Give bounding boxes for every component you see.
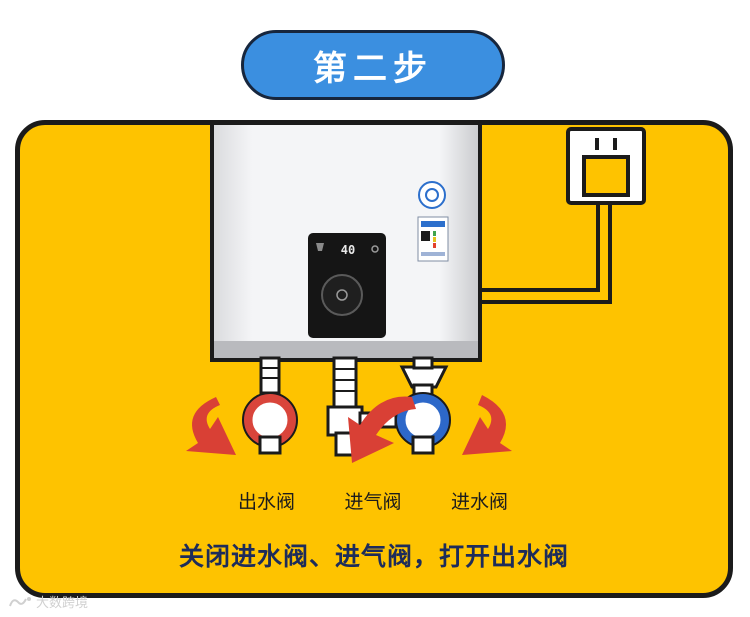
water-heater-illustration: 40 xyxy=(186,125,646,463)
watermark: 大数跨境 xyxy=(8,592,88,611)
wall-socket-icon xyxy=(566,127,646,205)
outlet-valve-label: 出水阀 xyxy=(238,491,296,513)
temperature-readout: 40 xyxy=(341,243,355,257)
control-panel: 40 xyxy=(308,233,386,338)
energy-label-icon xyxy=(417,181,449,262)
gas-valve-label: 进气阀 xyxy=(344,491,402,513)
inlet-valve-label: 进水阀 xyxy=(450,491,508,513)
arrow-gas-icon xyxy=(348,396,416,463)
power-cable xyxy=(480,201,612,304)
valve-labels: 出水阀 进气阀 进水阀 xyxy=(238,487,508,514)
arrow-outlet-icon xyxy=(186,397,236,455)
water-heater: 40 xyxy=(210,125,482,362)
outlet-valve xyxy=(242,356,298,455)
illustration-panel: 40 xyxy=(15,120,733,598)
gas-valve xyxy=(326,356,398,457)
watermark-text: 大数跨境 xyxy=(36,596,89,611)
arrow-inlet-icon xyxy=(462,395,512,455)
step-label: 第二步 xyxy=(313,48,433,89)
watermark-logo-icon xyxy=(9,596,31,606)
step-badge: 第二步 xyxy=(241,30,505,100)
instruction-text: 关闭进水阀、进气阀，打开出水阀 xyxy=(178,542,569,571)
